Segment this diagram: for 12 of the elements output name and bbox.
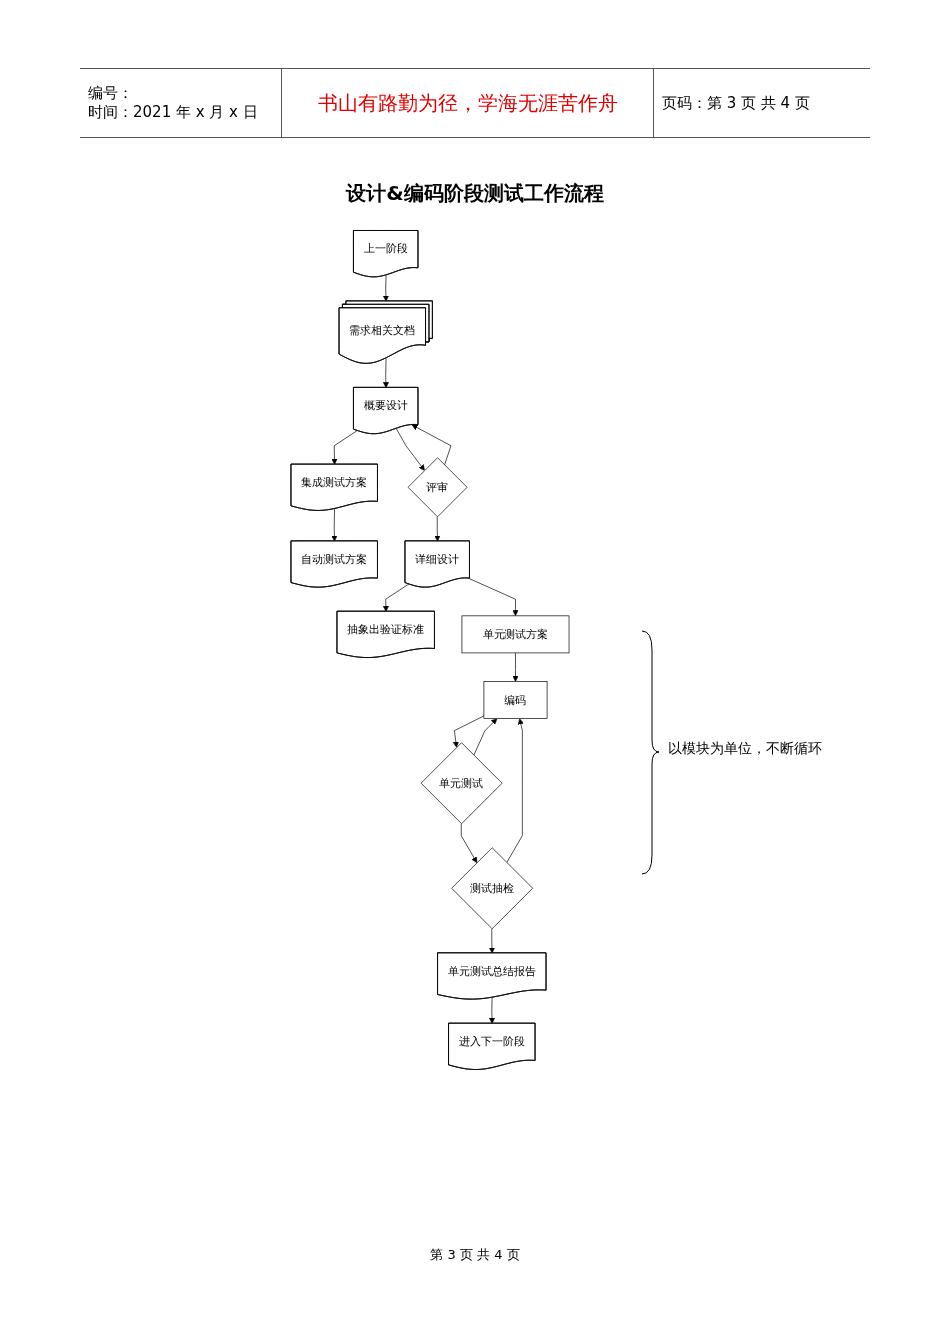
node-diamond: 单元测试 bbox=[420, 742, 503, 825]
annotation-text: 以模块为单位，不断循环 bbox=[668, 740, 822, 758]
node-diamond: 测试抽检 bbox=[451, 847, 533, 930]
node-diamond: 评审 bbox=[407, 457, 468, 518]
page-number: 页码：第 3 页 共 4 页 bbox=[662, 93, 810, 113]
page-footer: 第 3 页 共 4 页 bbox=[0, 1246, 950, 1264]
header-motto: 书山有路勤为径，学海无涯苦作舟 bbox=[317, 89, 618, 117]
header-field: 时间：2021 年 x 月 x 日 bbox=[88, 103, 273, 122]
node-box: 单元测试方案 bbox=[461, 615, 570, 654]
header-field: 编号： bbox=[88, 84, 273, 103]
diagram-title: 设计&编码阶段测试工作流程 bbox=[344, 180, 605, 207]
node-box: 编码 bbox=[483, 681, 548, 719]
